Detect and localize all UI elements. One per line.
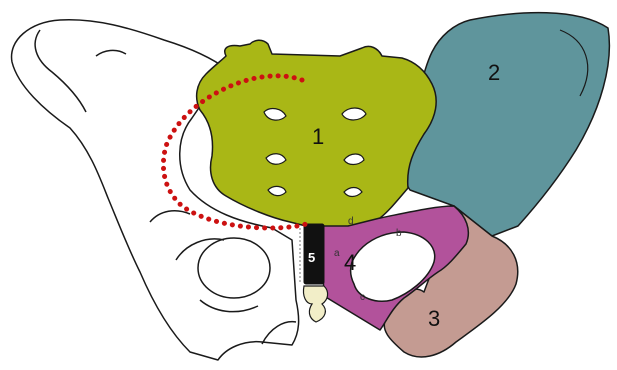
region-5-coccyx [300, 224, 328, 322]
label-point-b: b [396, 228, 402, 239]
label-region-5: 5 [308, 250, 315, 265]
label-point-c: c [360, 292, 365, 303]
label-region-2: 2 [488, 60, 500, 85]
label-region-3: 3 [428, 306, 440, 331]
label-point-a: a [334, 248, 340, 259]
label-point-d: d [348, 216, 354, 227]
label-region-4: 4 [344, 250, 356, 275]
label-region-1: 1 [312, 124, 324, 149]
region-2-ilium [403, 13, 610, 236]
